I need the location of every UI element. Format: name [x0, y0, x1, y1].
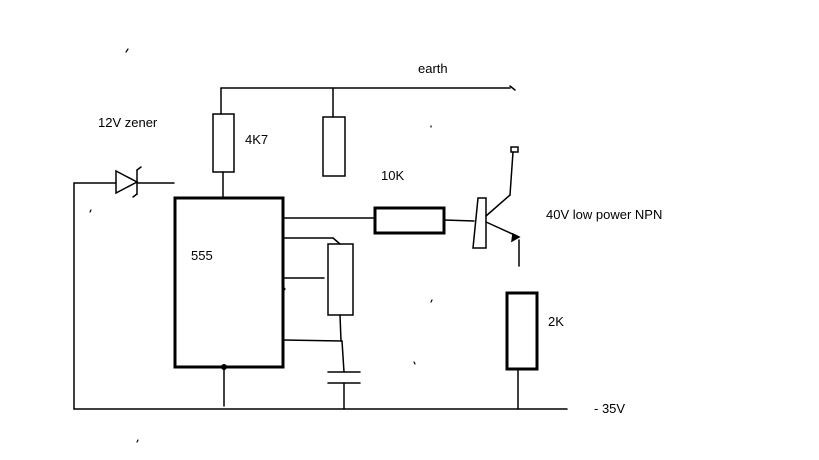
npn-transistor	[472, 146, 521, 267]
stray-marks	[89, 48, 433, 443]
ic-555-label: 555	[191, 248, 213, 263]
negative-rail	[73, 182, 568, 410]
resistor-top-unlabeled	[322, 116, 346, 177]
capacitor	[327, 371, 361, 384]
resistor-10k-label: 10K	[381, 168, 405, 183]
resistor-timing	[327, 243, 354, 316]
npn-label: 40V low power NPN	[546, 207, 663, 222]
resistor-4k7	[212, 113, 235, 173]
resistor-4k7-label: 4K7	[245, 132, 269, 147]
earth-rail	[220, 85, 516, 118]
zener-label: 12V zener	[98, 115, 158, 130]
earth-label: earth	[418, 61, 448, 76]
negative-rail-label: - 35V	[594, 401, 626, 416]
ic-555-body	[173, 196, 285, 369]
resistor-10k	[373, 206, 446, 235]
zener-diode	[115, 166, 175, 198]
resistor-2k-label: 2K	[548, 314, 564, 329]
resistor-2k	[505, 291, 539, 371]
